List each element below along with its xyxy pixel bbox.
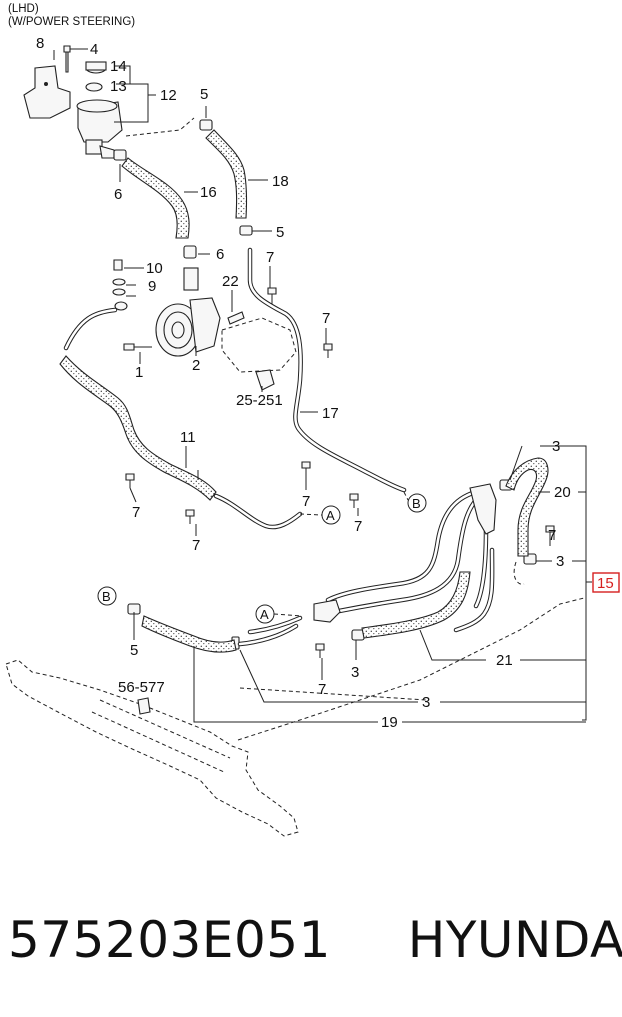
- callout-16: 16: [200, 184, 217, 201]
- callout-7-h: 7: [318, 681, 326, 698]
- callout-20: 20: [554, 484, 571, 501]
- callout-15: 15: [597, 575, 614, 592]
- ref-25-251: 25-251: [236, 392, 283, 409]
- callout-7-f: 7: [548, 527, 556, 544]
- hose-19: [141, 615, 237, 653]
- callout-7-d: 7: [132, 504, 140, 521]
- ref-56-577: 56-577: [118, 679, 165, 696]
- callout-7-g: 7: [192, 537, 200, 554]
- connector-b-top: [407, 493, 427, 513]
- callout-3-bottom: 3: [422, 694, 430, 711]
- connector-label-b-bottom: B: [102, 589, 111, 604]
- pump-bracket: [221, 317, 297, 373]
- steering-gear: [5, 659, 299, 837]
- bracket-ref-part: [255, 369, 275, 391]
- callout-10: 10: [146, 260, 163, 277]
- callout-17: 17: [322, 405, 339, 422]
- hose-20: [505, 457, 549, 557]
- callout-22: 22: [222, 273, 239, 290]
- hose-18: [205, 129, 248, 219]
- header-lhd: (LHD): [8, 3, 39, 15]
- callout-7-c: 7: [302, 493, 310, 510]
- connector-label-b-top: B: [412, 496, 421, 511]
- callout-6-mid: 6: [216, 246, 224, 263]
- connector-b-bottom: [97, 586, 117, 606]
- callout-5-bottom: 5: [130, 642, 138, 659]
- reservoir-bracket: [23, 65, 71, 119]
- callout-4: 4: [90, 41, 98, 58]
- leader-lines: [53, 48, 592, 723]
- callout-14: 14: [110, 58, 127, 75]
- callout-9: 9: [148, 278, 156, 295]
- part-number: 575203E051: [8, 911, 331, 969]
- cooler-bracket: [469, 483, 497, 535]
- bolt-icon: [112, 259, 555, 658]
- footer: 575203E051 HYUNDAI: [8, 905, 622, 975]
- hose-16: [121, 157, 190, 239]
- tube-fitting: [313, 599, 341, 623]
- cap-gasket: [85, 82, 103, 92]
- callout-6-top: 6: [114, 186, 122, 203]
- callout-3-top: 3: [552, 438, 560, 455]
- callout-7-e: 7: [354, 518, 362, 535]
- callout-13: 13: [110, 78, 127, 95]
- callout-11: 11: [180, 429, 196, 446]
- part-15-highlight: [592, 572, 620, 593]
- callout-18: 18: [272, 173, 289, 190]
- callout-21: 21: [496, 652, 513, 669]
- callout-2: 2: [192, 357, 200, 374]
- gear-ref-part: [137, 697, 151, 715]
- brand-name: HYUNDAI: [407, 911, 622, 969]
- hose-21: [361, 571, 471, 639]
- callout-7-b: 7: [322, 310, 330, 327]
- reservoir-cap: [85, 61, 107, 74]
- callout-5-top: 5: [200, 86, 208, 103]
- power-steering-pump: [155, 267, 221, 357]
- callout-3-mid: 3: [351, 664, 359, 681]
- callout-1: 1: [135, 364, 143, 381]
- callout-3-right: 3: [556, 553, 564, 570]
- callout-19: 19: [381, 714, 398, 731]
- header-power-steering: (W/POWER STEERING): [8, 16, 136, 28]
- callout-8: 8: [36, 35, 44, 52]
- callout-5-mid: 5: [276, 224, 284, 241]
- callout-7-a: 7: [266, 249, 274, 266]
- callout-12: 12: [160, 87, 177, 104]
- bolt-4: [63, 45, 71, 73]
- reservoir: [76, 99, 123, 159]
- connector-label-a-bottom: A: [260, 607, 269, 622]
- hose-11: [59, 355, 217, 501]
- connector-label-a-left: A: [326, 508, 335, 523]
